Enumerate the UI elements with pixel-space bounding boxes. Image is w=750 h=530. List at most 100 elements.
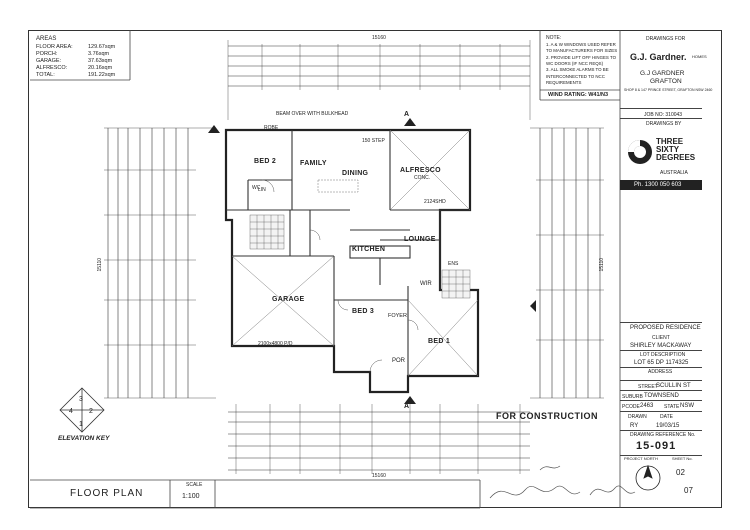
tb-postcode: 2463	[640, 403, 654, 409]
area-label: TOTAL:	[36, 72, 55, 78]
tb-divider	[620, 367, 702, 368]
room-family: FAMILY	[300, 160, 327, 167]
tb-company-city: GRAFTON	[650, 78, 682, 85]
dim-left-overall: 15110	[97, 257, 104, 272]
dim-right-overall: 15110	[599, 257, 606, 272]
room-alfresco: ALFRESCO	[400, 167, 441, 174]
tb-brand-sub: HOMES	[692, 54, 707, 59]
room-bed-3: BED 3	[352, 308, 375, 315]
project-north-arrow	[635, 464, 661, 491]
signature-marks	[489, 465, 636, 499]
tb-company: G.J GARDNER	[640, 70, 685, 77]
tb-divider	[620, 455, 702, 456]
for-construction-stamp: FOR CONSTRUCTION	[496, 411, 598, 421]
tb-drawn-label: DRAWN	[628, 414, 647, 420]
area-value: 3.76sqm	[88, 51, 110, 57]
area-value: 37.63sqm	[88, 58, 113, 64]
tb-lot-label: LOT DESCRIPTION	[640, 352, 686, 358]
note-line: REQUIREMENTS	[546, 79, 582, 85]
tb-divider	[620, 411, 702, 412]
area-value: 129.67sqm	[88, 44, 116, 50]
note-line: INTERCONNECTED TO NCC	[546, 73, 605, 79]
tb-client-label: CLIENT	[652, 335, 670, 341]
section-marker-bottom: A	[404, 403, 410, 410]
tb-divider	[620, 350, 702, 351]
room-kitchen: KITCHEN	[352, 246, 386, 253]
tb-north-label: PROJECT NORTH	[624, 456, 658, 461]
tb-address: SHOP 8 & 147 PRINCE STREET, GRAFTON NSW …	[624, 88, 713, 92]
room-wir: WIR	[420, 281, 432, 287]
drawing-sheet	[28, 30, 722, 508]
tb-brand: G.J. Gardner.	[630, 52, 687, 62]
room-porch: POR	[392, 358, 406, 364]
alfresco-surface: CONC.	[414, 175, 431, 181]
room-lin: LIN	[258, 187, 266, 193]
room-lounge: LOUNGE	[404, 236, 436, 243]
tb-ref: 15-091	[636, 440, 677, 452]
beam-bulkhead-note: BEAM OVER WITH BULKHEAD	[276, 111, 349, 117]
tb-date-label: DATE	[660, 414, 673, 420]
tb-ref-label: DRAWING REFERENCE No.	[630, 432, 696, 438]
svg-text:2: 2	[89, 408, 93, 415]
tb-suburb: TOWNSEND	[644, 393, 679, 399]
note-line: 1. A & W WINDOWS USED REFER	[546, 42, 616, 47]
tb-sheet-label: SHEET No.	[672, 456, 693, 461]
dim-top-overall: 15160	[372, 35, 386, 41]
area-value: 20.16sqm	[88, 65, 113, 71]
step-note: 150 STEP	[362, 138, 385, 144]
tb-divider	[620, 390, 702, 391]
tb-designer-sub: AUSTRALIA	[660, 170, 688, 176]
svg-text:1: 1	[79, 421, 83, 428]
area-value: 191.22sqm	[88, 72, 116, 78]
tb-postcode-label: PCODE	[622, 404, 640, 410]
tb-divider	[620, 322, 702, 323]
area-label: PORCH:	[36, 51, 58, 57]
garage-door: 2100x4800 P/D	[258, 341, 293, 347]
tb-drawings-for: DRAWINGS FOR	[646, 36, 686, 42]
tb-drawn: RY	[630, 423, 639, 429]
room-bed-1: BED 1	[428, 338, 451, 345]
tb-designer: THREE SIXTY DEGREES	[656, 137, 696, 162]
svg-text:3: 3	[79, 396, 83, 403]
tb-street-label: STREET	[638, 384, 658, 390]
room-ens: ENS	[448, 261, 459, 267]
tb-divider	[620, 430, 702, 431]
tb-street: SCULLIN ST	[656, 383, 691, 389]
area-label: FLOOR AREA:	[36, 44, 73, 50]
room-bed-2: BED 2	[254, 158, 277, 165]
dim-bottom-overall: 15160	[372, 473, 386, 479]
tb-divider	[620, 118, 702, 119]
room-dining: DINING	[342, 170, 369, 177]
alfresco-size: 2124SHD	[424, 199, 446, 205]
elevation-key-label: ELEVATION KEY	[58, 435, 110, 442]
notes-heading: NOTE:	[546, 35, 562, 41]
areas-heading: AREAS	[36, 36, 57, 42]
room-garage: GARAGE	[272, 296, 305, 303]
svg-text:4: 4	[69, 408, 73, 415]
tb-phone: Ph. 1300 050 603	[634, 182, 682, 188]
note-line: 3. ALL SMOKE ALARMS TO BE	[546, 67, 609, 73]
wind-rating: WIND RATING: W41/N3	[548, 92, 609, 98]
area-label: GARAGE:	[36, 58, 62, 64]
room-foyer: FOYER	[388, 313, 407, 319]
tb-phone-bar	[620, 180, 702, 190]
tb-lot: LOT 65 DP 1174325	[634, 360, 689, 366]
tb-sheet-total: 07	[684, 486, 693, 495]
tb-divider	[620, 380, 702, 381]
three-sixty-logo	[628, 140, 652, 164]
tb-divider	[620, 400, 702, 401]
scale-value: 1:100	[182, 493, 200, 500]
section-marker-top: A	[404, 111, 410, 118]
note-line: WC DOORS (IF NCC REQS)	[546, 60, 604, 66]
elevation-key-symbol	[59, 387, 105, 433]
tb-date: 19/03/15	[656, 423, 680, 429]
tb-state: NSW	[680, 403, 694, 409]
tb-suburb-label: SUBURB	[622, 394, 643, 400]
note-line: 2. PROVIDE LIFT OFF HINGES TO	[546, 54, 617, 60]
tb-client: SHIRLEY MACKAWAY	[630, 343, 692, 349]
note-line: TO MANUFACTURERS FOR SIZES	[546, 48, 618, 54]
tb-address-label: ADDRESS	[648, 369, 673, 375]
area-label: ALFRESCO:	[36, 65, 68, 71]
tb-divider	[620, 108, 702, 109]
